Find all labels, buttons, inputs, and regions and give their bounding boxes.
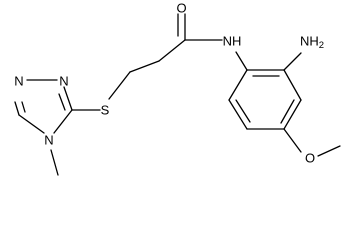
bond-n1-c5-2 [58, 93, 66, 111]
bond-n-aryl [235, 51, 248, 71]
bond-ch2-ch2 [129, 60, 160, 73]
bond-c3-n2-2 [21, 101, 26, 113]
bond-ar-o [283, 128, 302, 153]
amino-label: NH2 [300, 34, 324, 51]
amide-nh-label: NH [223, 34, 242, 49]
carbonyl-oxygen-label: O [176, 1, 186, 16]
bond-ar-2-3 [283, 69, 302, 101]
bond-n4-c3 [18, 114, 45, 134]
triazole-n2-label: N [14, 74, 23, 89]
atom-labels: O NH NH2 S O N N N [14, 1, 324, 166]
methoxy-oxygen-label: O [305, 151, 315, 166]
bond-c3-n2-1 [14, 101, 20, 116]
bond-ch2-carbonyl [158, 39, 186, 62]
bond-o-ch3 [317, 145, 341, 157]
sulfur-label: S [101, 103, 110, 118]
bond-c5-n4 [53, 109, 73, 134]
triazole-n4-label: N [44, 133, 53, 148]
bond-n1-c5-1 [63, 86, 73, 111]
bond-n4-methyl [50, 149, 59, 176]
bond-ch2-s [108, 71, 131, 100]
bond-ar-5-6-inner [235, 99, 251, 123]
bond-ar-3-4-inner [280, 99, 295, 124]
bond-ar-nh2 [283, 52, 302, 71]
bond-ar-3-4 [283, 99, 302, 130]
chemical-structure-diagram: O NH NH2 S O N N N [14, 1, 341, 176]
triazole-n1-label: N [59, 74, 68, 89]
bond-ar-5-6 [228, 99, 248, 130]
bond-ar-6-1 [228, 69, 248, 101]
bonds [14, 13, 341, 176]
